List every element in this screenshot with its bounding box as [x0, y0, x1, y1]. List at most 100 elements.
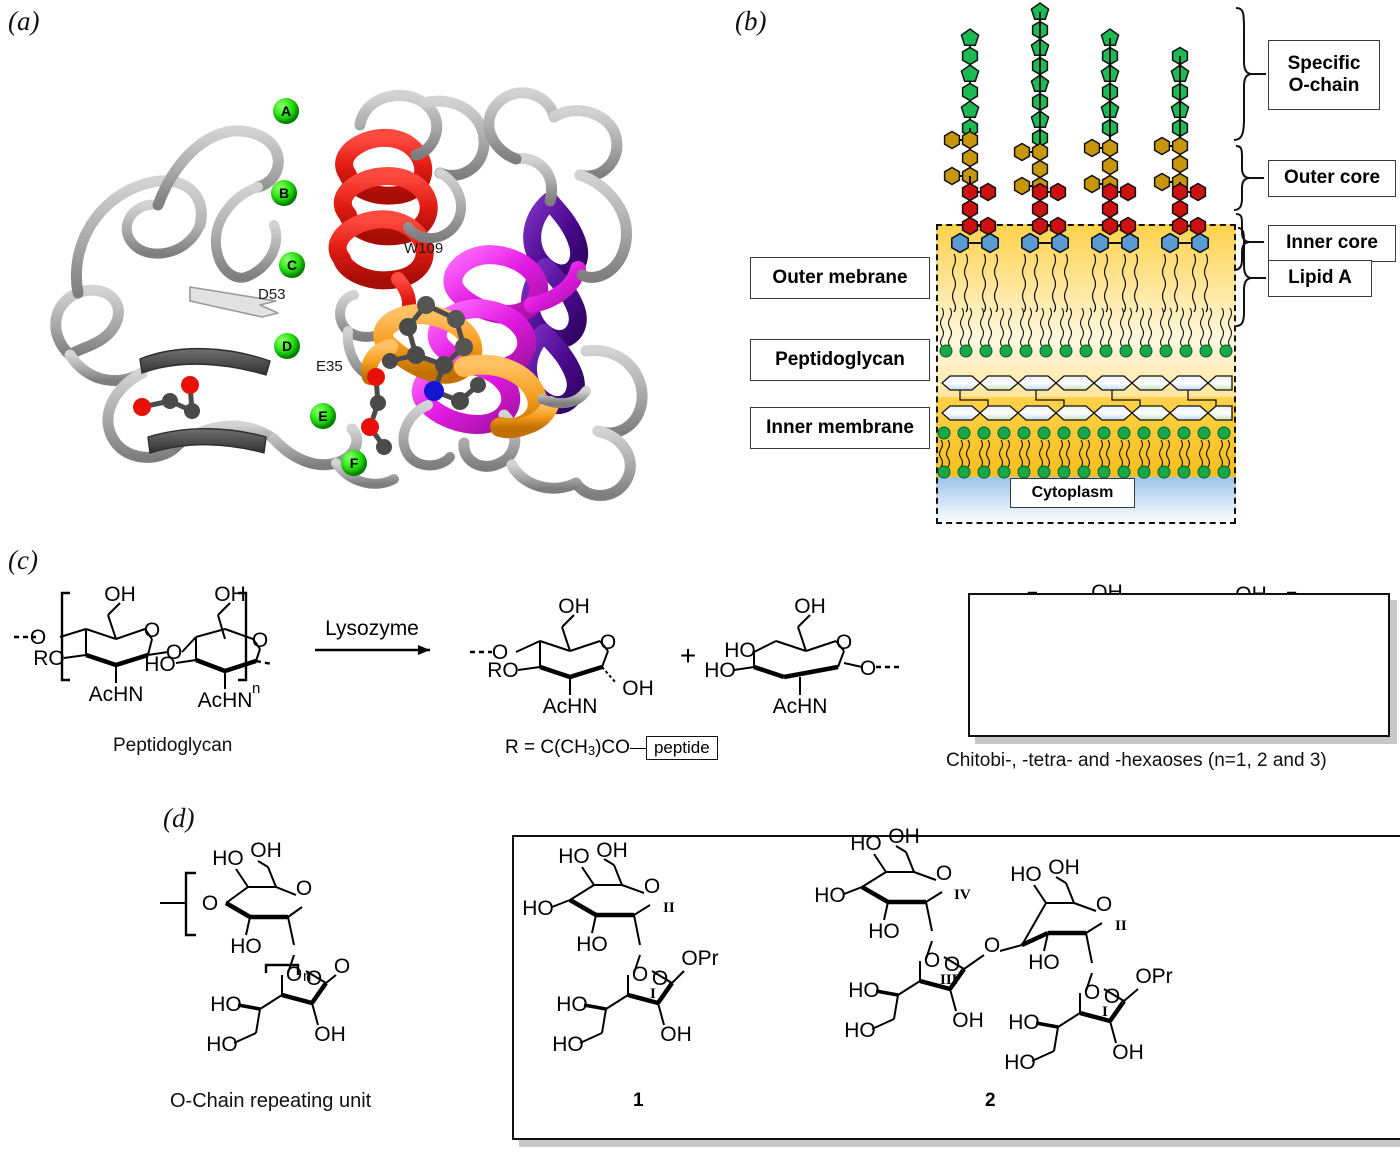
residue-label-d53: D53 — [258, 286, 286, 303]
atom-label: OH — [1048, 856, 1080, 879]
reaction-arrow — [315, 645, 430, 655]
atom-label: AcHN — [89, 683, 144, 706]
subsite-sphere-b: B — [271, 180, 297, 206]
r-definition-suffix: )CO — [595, 737, 630, 758]
lysozyme-ribbon-diagram — [50, 87, 648, 501]
atom-label: HO — [552, 1033, 584, 1056]
atom-label: OPr — [681, 947, 718, 970]
atom-label: HO — [1010, 863, 1042, 886]
ring-label-II: II — [663, 900, 675, 916]
r-definition-bond — [629, 747, 646, 749]
compound-2-structure — [843, 845, 1139, 1062]
region-braces — [1233, 7, 1266, 327]
label-specific-o-chain-line1: Specific — [1287, 52, 1361, 74]
label-lipid-a: Lipid A — [1268, 260, 1372, 297]
label-inner-core: Inner core — [1268, 225, 1396, 262]
atom-label: O — [600, 631, 616, 654]
atom-label: HO — [1008, 1011, 1040, 1034]
residue-label-e35: E35 — [316, 358, 343, 375]
atom-label: RO — [487, 659, 519, 682]
atom-label: HO — [556, 993, 588, 1016]
atom-label: O — [166, 641, 182, 664]
atom-label: OH — [952, 1009, 984, 1032]
atom-label: HO — [522, 897, 554, 920]
compound-number-2: 2 — [985, 1090, 996, 1111]
atom-label: HO — [210, 993, 242, 1016]
label-specific-o-chain: Specific O-chain — [1268, 40, 1380, 110]
atom-label: HO — [850, 832, 882, 855]
atom-label: OPr — [1135, 965, 1172, 988]
caption-o-chain-repeating-unit: O-Chain repeating unit — [170, 1090, 372, 1112]
ring-label-I: I — [1102, 1004, 1108, 1020]
atom-label: AcHN — [198, 689, 253, 712]
label-inner-membrane: Inner membrane — [750, 407, 930, 449]
atom-label: OH — [660, 1023, 692, 1046]
atom-label: HO — [1028, 951, 1060, 974]
atom-label: O — [252, 629, 268, 652]
lps-membrane-diagram — [937, 2, 1266, 479]
atom-label: O — [334, 955, 350, 978]
atom-label: OH — [622, 677, 654, 700]
atom-label: HO — [230, 935, 262, 958]
subscript-n: n — [252, 680, 260, 697]
atom-label: O — [202, 892, 218, 915]
cell-envelope-outline — [936, 224, 1236, 524]
label-outer-membrane: Outer mebrane — [750, 257, 930, 299]
om-inner-leaflet — [939, 307, 1233, 358]
atom-label: O — [286, 963, 302, 986]
atom-label: O — [644, 875, 660, 898]
subsite-sphere-e: E — [310, 403, 336, 429]
atom-label: O — [30, 626, 46, 649]
ring-label-I: I — [650, 986, 656, 1002]
atom-label: HO — [844, 1019, 876, 1042]
atom-label: HO — [868, 920, 900, 943]
panel-b-letter: (b) — [735, 6, 767, 36]
ring-label-II: II — [1115, 918, 1127, 934]
subsite-sphere-f: F — [341, 450, 367, 476]
panel-a-letter: (a) — [8, 6, 40, 36]
atom-label: OH — [314, 1023, 346, 1046]
atom-label: HO — [704, 659, 736, 682]
atom-label: HO — [724, 639, 756, 662]
plus-sign: + — [680, 640, 696, 671]
atom-label: O — [306, 967, 322, 990]
atom-label: O — [924, 949, 940, 972]
peptide-box: peptide — [645, 736, 718, 760]
label-peptidoglycan: Peptidoglycan — [750, 339, 930, 381]
atom-label: HO — [848, 979, 880, 1002]
glutamate-e35-sidechain — [361, 368, 392, 455]
atom-label: OH — [214, 583, 246, 606]
atom-label: O — [1084, 981, 1100, 1004]
atom-label: OH — [250, 839, 282, 862]
atom-label: HO — [206, 1033, 238, 1056]
compound-number-1: 1 — [633, 1090, 644, 1111]
o-chain-repeating-unit — [160, 860, 337, 1044]
atom-label: OH — [1112, 1041, 1144, 1064]
atom-label: HO — [576, 933, 608, 956]
atom-label: O — [652, 967, 668, 990]
atom-label: OH — [794, 595, 826, 618]
atom-label: O — [492, 641, 508, 664]
atom-label: HO — [814, 884, 846, 907]
atom-label: HO — [212, 847, 244, 870]
atom-label: HO — [1004, 1051, 1036, 1074]
r-definition-prefix: R = C(CH — [505, 737, 588, 758]
atom-label: O — [632, 963, 648, 986]
aspartate-d53-sidechain — [133, 376, 200, 419]
label-cytoplasm: Cytoplasm — [1010, 478, 1135, 508]
atom-label: AcHN — [773, 695, 828, 718]
subsite-sphere-c: C — [279, 252, 305, 278]
caption-peptidoglycan: Peptidoglycan — [113, 735, 233, 756]
peptidoglycan-layer — [941, 375, 1233, 421]
label-outer-core: Outer core — [1268, 160, 1396, 197]
compound-1-structure — [551, 858, 685, 1044]
panel-c-letter: (c) — [8, 545, 38, 575]
panel-c: (c) — [0, 545, 1400, 795]
chitooligosaccharide-frame — [968, 593, 1390, 737]
reagent-label: Lysozyme — [325, 617, 419, 640]
atom-label: O — [296, 877, 312, 900]
atom-label: OH — [558, 595, 590, 618]
subsite-sphere-d: D — [274, 333, 300, 359]
residue-label-w109: W109 — [404, 240, 444, 257]
